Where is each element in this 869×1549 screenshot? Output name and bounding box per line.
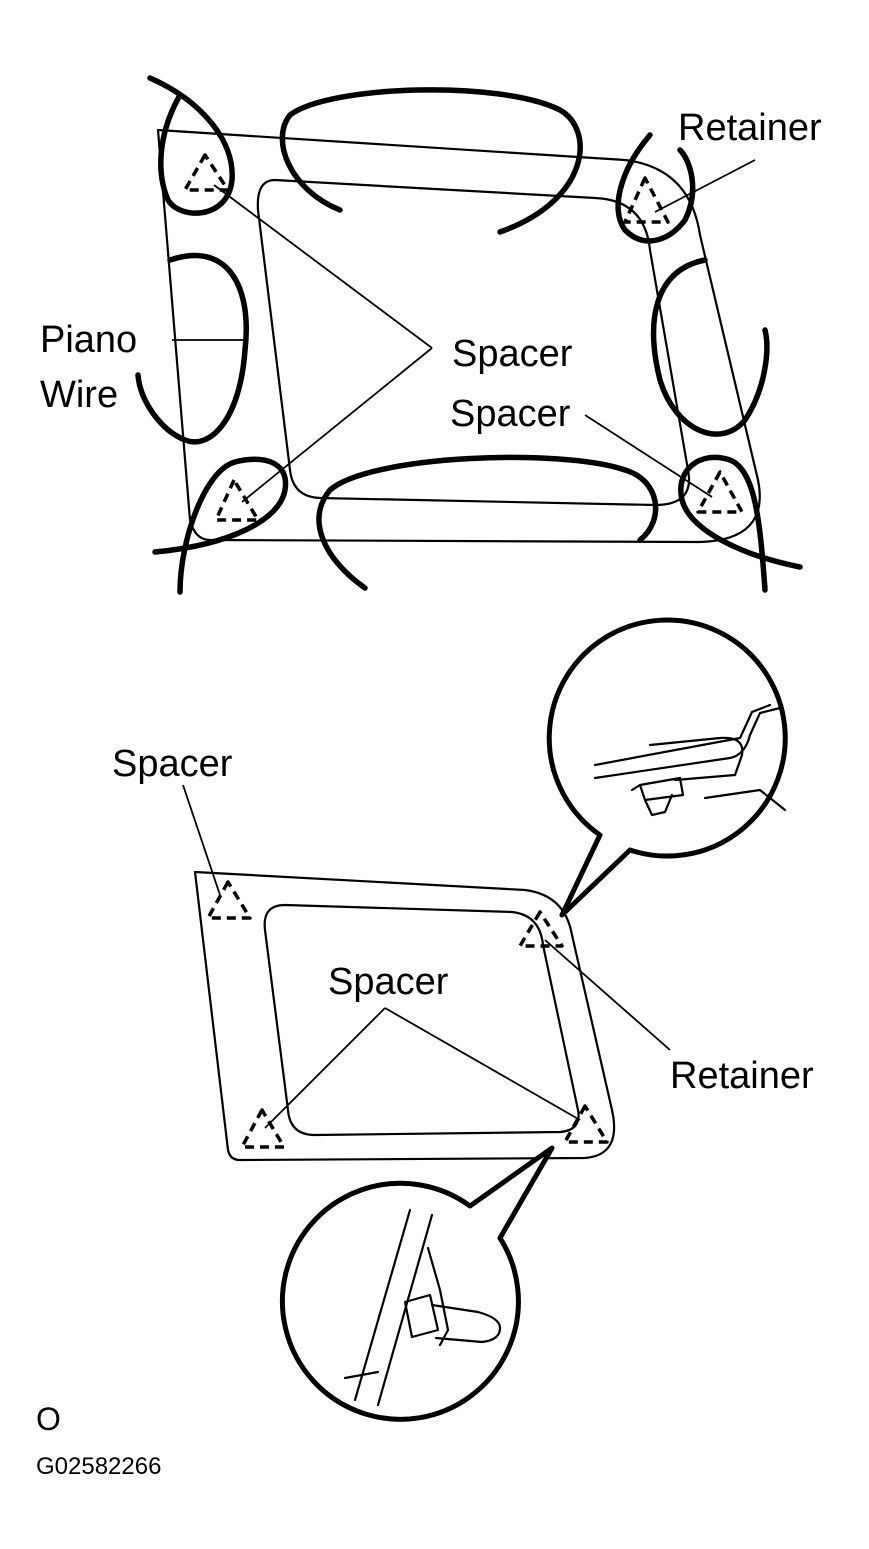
bottom-retainer-leader: [544, 939, 671, 1051]
bottom-spacer-topleft-leader: [182, 784, 221, 896]
figure-code: G02582266: [36, 1453, 161, 1480]
bottom-retainer-triangle: [518, 910, 564, 948]
piano-wire-loop-top: [279, 87, 583, 235]
top-spacer-triangle-topleft: [183, 153, 230, 192]
piano-wire-label-line1: Piano: [40, 319, 137, 361]
spacer-detail-drawing: [343, 1208, 502, 1407]
piano-wire-loop-bottomleft: [152, 456, 289, 595]
bottom-spacer-triangle-topleft: [206, 880, 252, 920]
piano-wire-loop-topleft: [147, 75, 235, 216]
top-spacer-right-leader: [584, 414, 713, 498]
top-spacer-triangle-bottomleft: [214, 478, 260, 522]
bottom-glass-outline: [193, 870, 616, 1162]
piano-wire-loop-left: [135, 252, 249, 445]
top-retainer-triangle: [623, 176, 670, 224]
bottom-figure: Spacer Spacer Retainer: [112, 617, 814, 1422]
top-retainer-leader: [654, 159, 756, 213]
piano-wire-loop-right: [650, 257, 770, 437]
top-spacer-leader-upper: [213, 184, 433, 349]
bottom-spacer-center-leader-right: [384, 1007, 581, 1121]
top-figure: Retainer Piano Wire Spacer Spacer: [40, 75, 822, 595]
retainer-detail-callout: [546, 617, 788, 918]
bottom-spacer-triangle-bottomright: [563, 1104, 609, 1144]
top-spacer-leader-lower: [241, 347, 433, 503]
top-spacer-label: Spacer: [452, 333, 573, 375]
bottom-spacer-topleft-label: Spacer: [112, 743, 233, 785]
bottom-spacer-triangle-bottomleft: [240, 1108, 286, 1149]
bottom-spacer-center-label: Spacer: [328, 961, 449, 1003]
piano-wire-loop-topright: [615, 132, 696, 244]
retainer-detail-drawing: [593, 703, 787, 817]
piano-wire-loop-bottomright: [678, 454, 803, 593]
top-spacer-triangle-bottomright: [696, 470, 744, 514]
footer-mark: O: [36, 1401, 61, 1437]
bottom-spacer-center-leader-left: [264, 1007, 386, 1129]
piano-wire-label-line2: Wire: [40, 374, 118, 416]
piano-wire-loop-bottom: [316, 454, 659, 591]
top-spacer-right-label: Spacer: [450, 393, 571, 435]
top-retainer-label: Retainer: [678, 107, 822, 149]
bottom-glass-inner-outline: [263, 903, 580, 1137]
spacer-detail-callout: [279, 1145, 555, 1422]
bottom-retainer-label: Retainer: [670, 1055, 814, 1097]
top-glass-inner-outline: [256, 178, 691, 507]
